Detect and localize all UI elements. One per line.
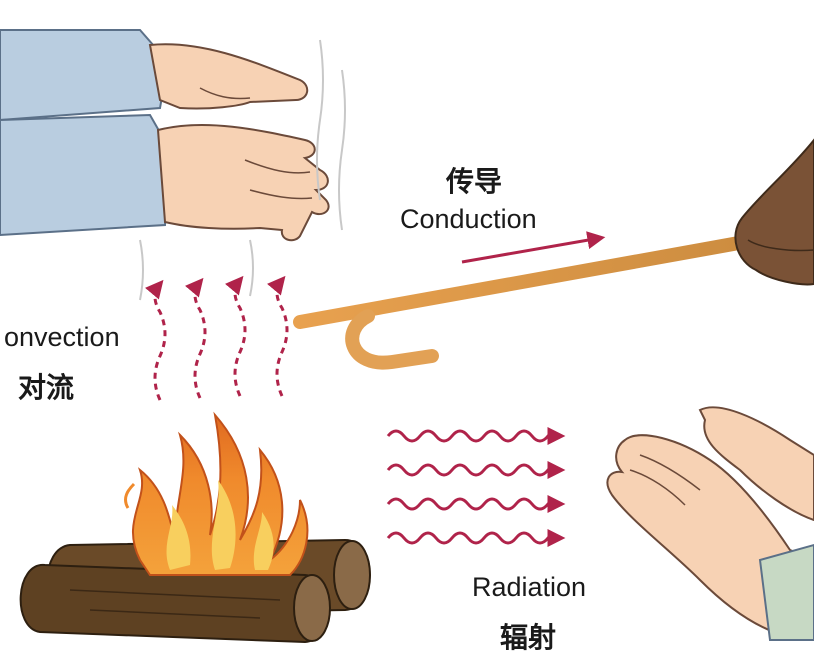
conduction-rod-illustration (293, 138, 814, 370)
radiation-label-zh: 辐射 (500, 621, 557, 654)
convection-label-en: onvection (4, 322, 120, 352)
hot-rod (293, 225, 807, 329)
campfire-illustration (19, 411, 371, 644)
upper-left-hands-illustration (0, 29, 346, 301)
front-log (19, 563, 329, 644)
conduction-label-zh: 传导 (446, 165, 503, 198)
right-sleeve (758, 543, 814, 641)
upper-hand (148, 43, 309, 110)
convection-arrows (145, 275, 289, 401)
back-hand (698, 406, 814, 522)
convection-label-zh: 对流 (18, 371, 75, 404)
conduction-label-en: Conduction (400, 204, 537, 234)
radiation-label-en: Radiation (472, 572, 587, 602)
right-hand-holding-rod (734, 138, 814, 286)
front-hand (606, 434, 814, 642)
conduction-arrow (461, 231, 606, 264)
rod-hook (345, 309, 439, 370)
upper-sleeve (0, 29, 170, 122)
radiation-arrows (386, 427, 566, 547)
lower-sleeve (0, 113, 172, 237)
lower-hand (156, 123, 330, 242)
right-warming-hands-illustration (606, 406, 814, 642)
